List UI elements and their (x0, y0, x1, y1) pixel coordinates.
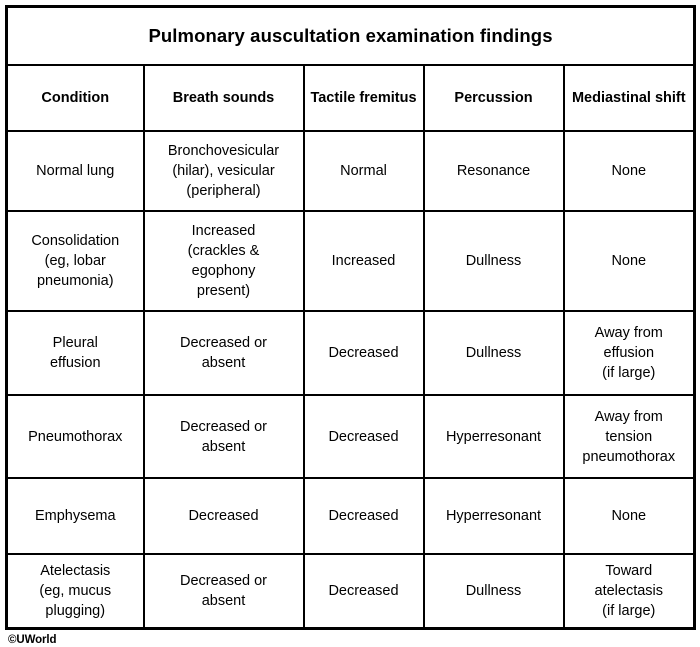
cell-line: tension (605, 428, 653, 445)
cell-line: Dullness (465, 583, 522, 599)
cell-fremitus: Decreased (302, 477, 425, 555)
cell-line: Atelectasis (40, 563, 111, 579)
cell-percussion: Dullness (422, 310, 565, 396)
cell-breath: Increased (crackles & egophony present) (142, 210, 305, 312)
cell-line: (if large) (602, 365, 656, 381)
cell-percussion: Dullness (422, 210, 565, 312)
cell-line: plugging) (45, 603, 106, 619)
cell-line: (if large) (602, 603, 656, 619)
cell-condition: Atelectasis (eg, mucus plugging) (5, 553, 145, 630)
cell-line: Pneumothorax (28, 428, 123, 445)
cell-line: (crackles & (187, 243, 260, 259)
copyright-attribution: ©UWorld (8, 634, 57, 646)
cell-fremitus: Increased (302, 210, 425, 312)
pulmonary-auscultation-table: Pulmonary auscultation examination findi… (5, 5, 697, 630)
cell-breath: Decreased or absent (142, 553, 305, 630)
cell-percussion: Dullness (422, 553, 565, 630)
table-body: Normal lung Bronchovesicular (hilar), vesi… (5, 130, 696, 630)
column-header-condition: Condition (5, 64, 145, 132)
cell-mediastinal: Toward atelectasis (if large) (562, 553, 696, 630)
cell-line: absent (201, 438, 246, 455)
cell-line: Resonance (456, 163, 531, 179)
cell-line: (hilar), vesicular (172, 163, 275, 179)
cell-line: Away from (594, 408, 663, 425)
cell-fremitus: Decreased (302, 394, 425, 479)
column-header-tactile-fremitus: Tactile fremitus (302, 64, 425, 132)
cell-line: (peripheral) (186, 183, 261, 199)
figure-container: Pulmonary auscultation examination findi… (5, 5, 697, 646)
cell-line: Bronchovesicular (167, 143, 280, 159)
cell-fremitus: Decreased (302, 553, 425, 630)
cell-fremitus: Decreased (302, 310, 425, 396)
cell-line: pneumothorax (582, 448, 676, 465)
cell-line: atelectasis (594, 583, 664, 599)
cell-line: Emphysema (34, 508, 116, 524)
table-row: Normal lung Bronchovesicular (hilar), vesi… (5, 130, 696, 212)
table-header-row: Condition Breath sounds Tactile fremitus… (5, 64, 696, 132)
cell-breath: Decreased or absent (142, 394, 305, 479)
cell-line: (eg, mucus (39, 583, 112, 599)
cell-line: Decreased or (179, 573, 268, 589)
table-head: Pulmonary auscultation examination findi… (5, 5, 696, 132)
cell-line: present) (196, 283, 251, 299)
cell-line: Pleural (52, 335, 98, 351)
cell-line: Decreased (328, 345, 399, 361)
column-header-breath-sounds: Breath sounds (142, 64, 305, 132)
cell-line: Decreased (328, 508, 399, 524)
cell-percussion: Hyperresonant (422, 477, 565, 555)
cell-line: None (611, 253, 647, 269)
cell-line: None (611, 163, 647, 179)
cell-mediastinal: None (562, 477, 696, 555)
cell-condition: Consolidation (eg, lobar pneumonia) (5, 210, 145, 312)
cell-condition: Pneumothorax (5, 394, 145, 479)
cell-line: Decreased (328, 428, 399, 445)
cell-condition: Normal lung (5, 130, 145, 212)
table-title-row: Pulmonary auscultation examination findi… (5, 5, 696, 66)
cell-line: Dullness (465, 345, 522, 361)
cell-mediastinal: None (562, 210, 696, 312)
cell-line: (eg, lobar (44, 253, 106, 269)
column-header-mediastinal-shift: Mediastinal shift (562, 64, 696, 132)
cell-line: effusion (603, 345, 655, 361)
cell-line: Increased (191, 223, 256, 239)
cell-breath: Bronchovesicular (hilar), vesicular (perip… (142, 130, 305, 212)
cell-line: effusion (49, 355, 101, 371)
cell-line: Normal lung (36, 163, 115, 179)
cell-condition: Emphysema (5, 477, 145, 555)
cell-line: Dullness (465, 253, 522, 269)
cell-line: Decreased or (179, 335, 268, 351)
cell-line: absent (201, 355, 246, 371)
cell-line: Increased (331, 253, 396, 269)
cell-line: egophony (191, 263, 256, 279)
cell-line: Hyperresonant (445, 428, 542, 445)
cell-percussion: Resonance (422, 130, 565, 212)
cell-breath: Decreased or absent (142, 310, 305, 396)
cell-line: Toward (605, 563, 653, 579)
cell-mediastinal: Away from tension pneumothorax (562, 394, 696, 479)
cell-line: Normal (340, 163, 387, 179)
cell-mediastinal: Away from effusion (if large) (562, 310, 696, 396)
cell-line: Decreased (188, 508, 259, 524)
column-header-percussion: Percussion (422, 64, 565, 132)
cell-line: None (611, 508, 647, 524)
cell-line: Hyperresonant (445, 508, 542, 524)
cell-fremitus: Normal (302, 130, 425, 212)
cell-line: pneumonia) (36, 273, 114, 289)
table-title: Pulmonary auscultation examination findi… (5, 5, 696, 66)
cell-percussion: Hyperresonant (422, 394, 565, 479)
table-row: Consolidation (eg, lobar pneumonia) Increas… (5, 210, 696, 312)
cell-line: Away from (594, 325, 663, 341)
cell-breath: Decreased (142, 477, 305, 555)
cell-line: Decreased (328, 583, 399, 599)
cell-mediastinal: None (562, 130, 696, 212)
cell-line: absent (201, 593, 246, 609)
table-row: Emphysema Decreased Decreased Hyperresonant… (5, 477, 696, 555)
cell-line: Consolidation (31, 233, 120, 249)
table-row: Atelectasis (eg, mucus plugging) Decreased … (5, 553, 696, 630)
cell-line: Decreased or (179, 418, 268, 435)
table-row: Pneumothorax Decreased or absent Decreased H… (5, 394, 696, 479)
cell-condition: Pleural effusion (5, 310, 145, 396)
